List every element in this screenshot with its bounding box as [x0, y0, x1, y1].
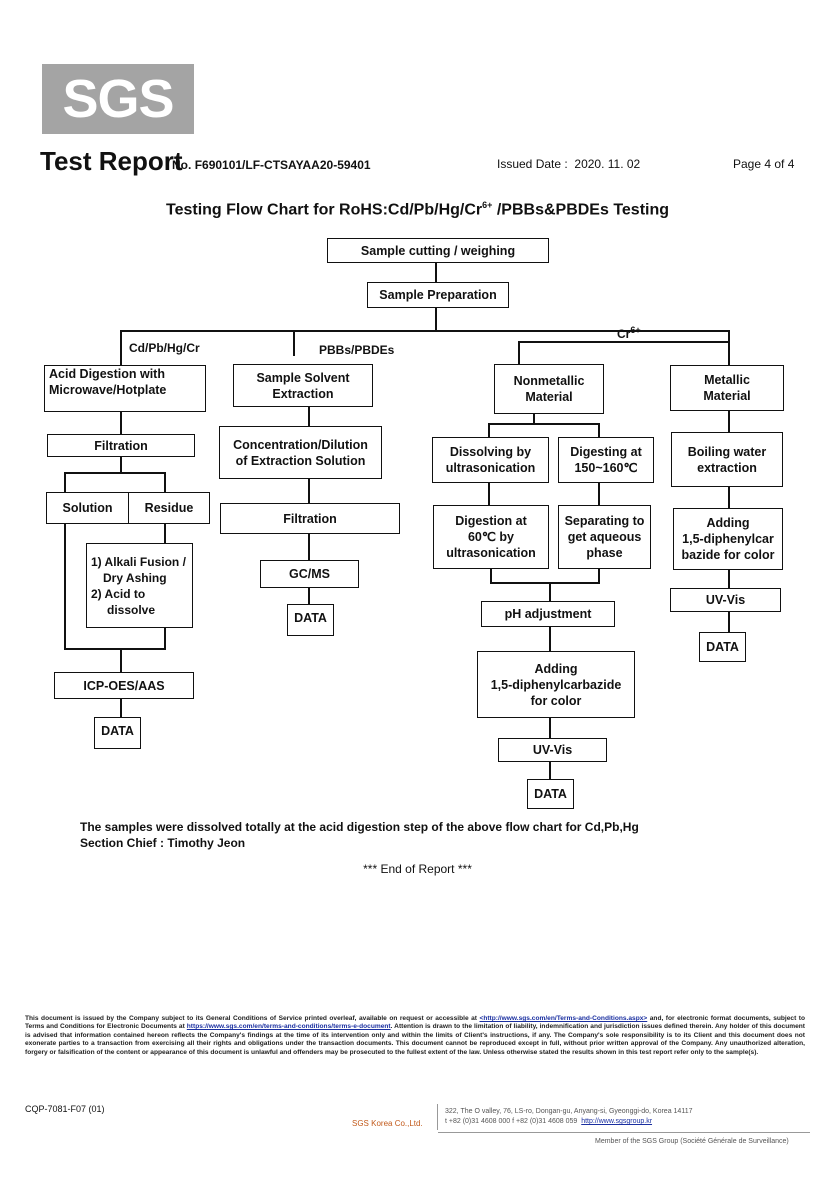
issued-date: Issued Date : 2020. 11. 02: [497, 157, 641, 171]
data-box-1: DATA: [94, 717, 141, 749]
company-name: SGS Korea Co.,Ltd.: [352, 1119, 423, 1128]
gcms-box: GC/MS: [260, 560, 359, 588]
section-chief: Section Chief : Timothy Jeon: [80, 836, 246, 850]
filtration-box-2: Filtration: [220, 503, 400, 534]
connector: [598, 568, 600, 584]
connector: [64, 523, 66, 650]
connector: [308, 587, 310, 604]
connector: [488, 423, 490, 437]
connector: [488, 482, 490, 505]
branch-label-cd: Cd/Pb/Hg/Cr: [129, 341, 200, 355]
branch-label-cr: Cr6+: [617, 325, 641, 341]
terms-e-document-link[interactable]: https://www.sgs.com/en/terms-and-conditi…: [186, 1023, 391, 1031]
alkali-fusion-box: 1) Alkali Fusion / Dry Ashing 2) Acid to…: [86, 543, 193, 628]
sgs-logo: SGS: [62, 69, 174, 129]
connector: [164, 472, 166, 492]
branch-label-pbb: PBBs/PBDEs: [319, 343, 395, 357]
connector: [533, 413, 535, 424]
footer-divider: [437, 1104, 438, 1130]
connector: [435, 307, 437, 332]
sample-preparation-box: Sample Preparation: [367, 282, 509, 308]
connector: [549, 626, 551, 651]
end-of-report: *** End of Report ***: [363, 862, 472, 876]
connector: [435, 262, 437, 282]
digestion-note: The samples were dissolved totally at th…: [80, 820, 639, 834]
connector: [308, 478, 310, 504]
residue-box: Residue: [128, 492, 210, 524]
connector: [120, 456, 122, 472]
connector: [549, 761, 551, 779]
connector: [518, 341, 520, 365]
connector: [164, 523, 166, 543]
connector: [728, 411, 730, 433]
connector: [308, 533, 310, 560]
member-of-sgs-group: Member of the SGS Group (Société Général…: [595, 1138, 789, 1145]
connector: [549, 582, 551, 601]
connector: [164, 627, 166, 650]
connector: [728, 569, 730, 588]
disclaimer: This document is issued by the Company s…: [25, 1015, 805, 1056]
connector: [598, 423, 600, 437]
connector: [64, 472, 66, 492]
connector: [490, 568, 492, 584]
connector: [518, 341, 730, 343]
connector: [598, 482, 600, 505]
solution-box: Solution: [46, 492, 129, 524]
filtration-box: Filtration: [47, 434, 195, 457]
connector: [728, 330, 730, 365]
report-title: Test Report: [40, 146, 183, 176]
connector: [293, 330, 295, 356]
connector: [64, 648, 166, 650]
connector: [728, 486, 730, 508]
uv-vis-box-2: UV-Vis: [670, 588, 781, 612]
data-box-4: DATA: [699, 632, 746, 662]
sgs-logo-block: [42, 64, 194, 134]
connector: [120, 648, 122, 673]
sample-cutting-box: Sample cutting / weighing: [327, 238, 549, 263]
data-box-3: DATA: [527, 779, 574, 809]
form-code: CQP-7081-F07 (01): [25, 1104, 105, 1114]
connector: [308, 406, 310, 426]
connector: [64, 472, 166, 474]
icp-oes-aas-box: ICP-OES/AAS: [54, 672, 194, 699]
ph-adjustment-box: pH adjustment: [481, 601, 615, 627]
uv-vis-box-1: UV-Vis: [498, 738, 607, 762]
connector: [120, 330, 122, 365]
connector: [549, 717, 551, 738]
footer-rule: [438, 1132, 810, 1133]
data-box-2: DATA: [287, 604, 334, 636]
connector: [488, 423, 600, 425]
company-address: 322, The O valley, 76, LS-ro, Dongan-gu,…: [445, 1108, 693, 1125]
connector: [728, 611, 730, 632]
page-number: Page 4 of 4: [733, 157, 795, 171]
connector: [490, 582, 600, 584]
terms-link[interactable]: <http://www.sgs.com/en/Terms-and-Conditi…: [479, 1015, 648, 1022]
flow-chart-title: Testing Flow Chart for RoHS:Cd/Pb/Hg/Cr6…: [165, 200, 670, 219]
connector: [120, 411, 122, 435]
connector: [120, 330, 730, 332]
website-link[interactable]: http://www.sgsgroup.kr: [581, 1118, 653, 1125]
report-number: No. F690101/LF-CTSAYAA20-59401: [172, 158, 371, 172]
connector: [120, 698, 122, 717]
